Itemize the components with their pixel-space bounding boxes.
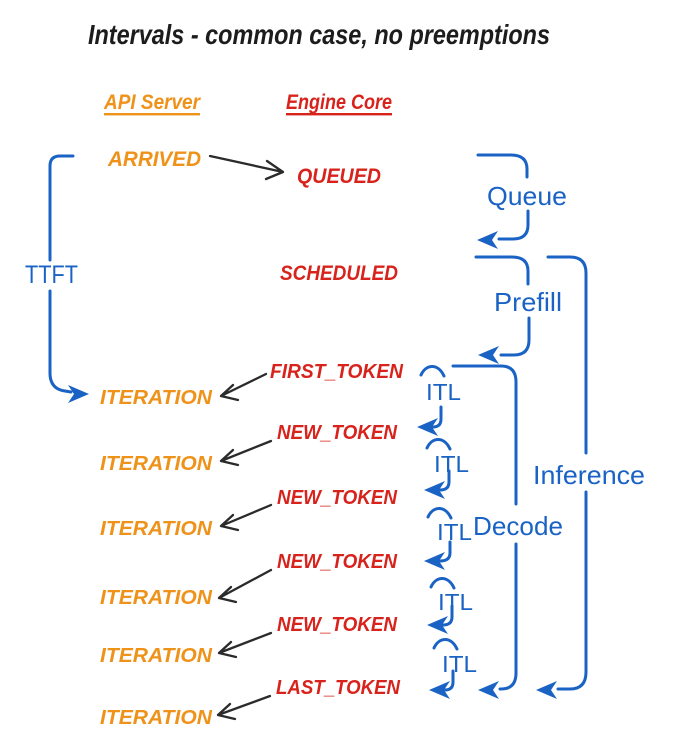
event-iteration-1: ITERATION <box>100 387 213 409</box>
engine-core-column: Engine Core QUEUED SCHEDULED FIRST_TOKEN… <box>270 91 404 699</box>
itl-hook-3 <box>438 540 452 563</box>
prefill-connector-top <box>474 255 530 286</box>
ttft-arrowhead-icon <box>68 385 89 403</box>
arrow-first-token-to-iteration-1 <box>219 372 268 402</box>
itl-arc-4 <box>429 577 456 590</box>
itl-hook-5 <box>443 669 455 692</box>
event-new-token-1: NEW_TOKEN <box>277 422 398 444</box>
itl-arrowhead-2-icon <box>424 481 445 499</box>
event-new-token-3: NEW_TOKEN <box>277 551 398 573</box>
event-first-token: FIRST_TOKEN <box>270 361 404 383</box>
interval-connectors <box>48 153 588 692</box>
api-server-column: API Server ARRIVED ITERATION ITERATION I… <box>100 91 213 729</box>
itl-arrowhead-5-icon <box>429 681 450 699</box>
label-itl-4: ITL <box>438 589 473 615</box>
diagram-title: Intervals - common case, no preemptions <box>88 19 550 50</box>
prefill-arrowhead-icon <box>478 346 499 364</box>
itl-arrowhead-3-icon <box>424 552 445 570</box>
itl-arc-2 <box>425 438 452 451</box>
label-ttft: TTFT <box>25 261 78 289</box>
itl-arc-1 <box>419 365 446 378</box>
event-iteration-2: ITERATION <box>100 453 213 475</box>
event-last-token: LAST_TOKEN <box>276 677 401 699</box>
itl-arc-3 <box>426 507 453 520</box>
label-itl-2: ITL <box>434 451 469 477</box>
inference-connector-bottom <box>556 490 588 691</box>
label-itl-1: ITL <box>426 379 461 405</box>
decode-connector-top <box>451 364 518 506</box>
event-scheduled: SCHEDULED <box>280 262 398 285</box>
inference-connector-top <box>546 255 588 455</box>
label-decode: Decode <box>473 511 563 541</box>
prefill-connector-bottom <box>499 316 531 357</box>
queue-connector-top <box>476 153 529 179</box>
event-new-token-4: NEW_TOKEN <box>277 614 398 636</box>
event-queued: QUEUED <box>297 165 381 188</box>
arrow-new-token-4-to-iteration-5 <box>217 631 273 659</box>
arrow-new-token-2-to-iteration-3 <box>219 503 273 532</box>
event-iteration-6: ITERATION <box>100 707 213 729</box>
decode-arrowhead-icon <box>478 681 499 699</box>
label-itl-3: ITL <box>437 519 472 545</box>
engine-core-underline <box>286 113 392 116</box>
ttft-bracket-top <box>48 154 75 262</box>
event-iteration-4: ITERATION <box>100 587 213 609</box>
event-arrows <box>208 154 285 721</box>
interval-labels: TTFT Queue Prefill Inference Decode ITL … <box>25 181 645 677</box>
event-iteration-5: ITERATION <box>100 645 213 667</box>
itl-arrowhead-1-icon <box>417 418 438 436</box>
arrow-new-token-1-to-iteration-2 <box>219 439 273 467</box>
interval-arrowheads <box>68 231 557 699</box>
itl-hook-1 <box>431 405 443 429</box>
label-inference: Inference <box>533 460 645 490</box>
ttft-bracket-bottom <box>48 289 73 394</box>
itl-arc-5 <box>432 638 459 651</box>
itl-hook-2 <box>438 469 451 492</box>
queue-connector-bottom <box>497 209 530 241</box>
arrow-arrived-to-queued <box>208 154 285 181</box>
label-queue: Queue <box>487 181 567 211</box>
itl-hook-4 <box>441 604 454 627</box>
label-prefill: Prefill <box>494 287 562 317</box>
itl-arrowhead-4-icon <box>427 616 448 634</box>
queue-arrowhead-icon <box>477 231 498 249</box>
api-server-header: API Server <box>103 91 202 114</box>
decode-connector-bottom <box>498 542 518 691</box>
arrow-new-token-3-to-iteration-4 <box>217 568 273 604</box>
engine-core-header: Engine Core <box>286 91 392 114</box>
arrow-last-token-to-iteration-6 <box>216 694 272 721</box>
api-server-underline <box>104 113 200 116</box>
event-new-token-2: NEW_TOKEN <box>277 487 398 509</box>
event-iteration-3: ITERATION <box>100 518 213 540</box>
inference-arrowhead-icon <box>536 681 557 699</box>
event-arrived: ARRIVED <box>107 148 201 171</box>
label-itl-5: ITL <box>442 651 477 677</box>
